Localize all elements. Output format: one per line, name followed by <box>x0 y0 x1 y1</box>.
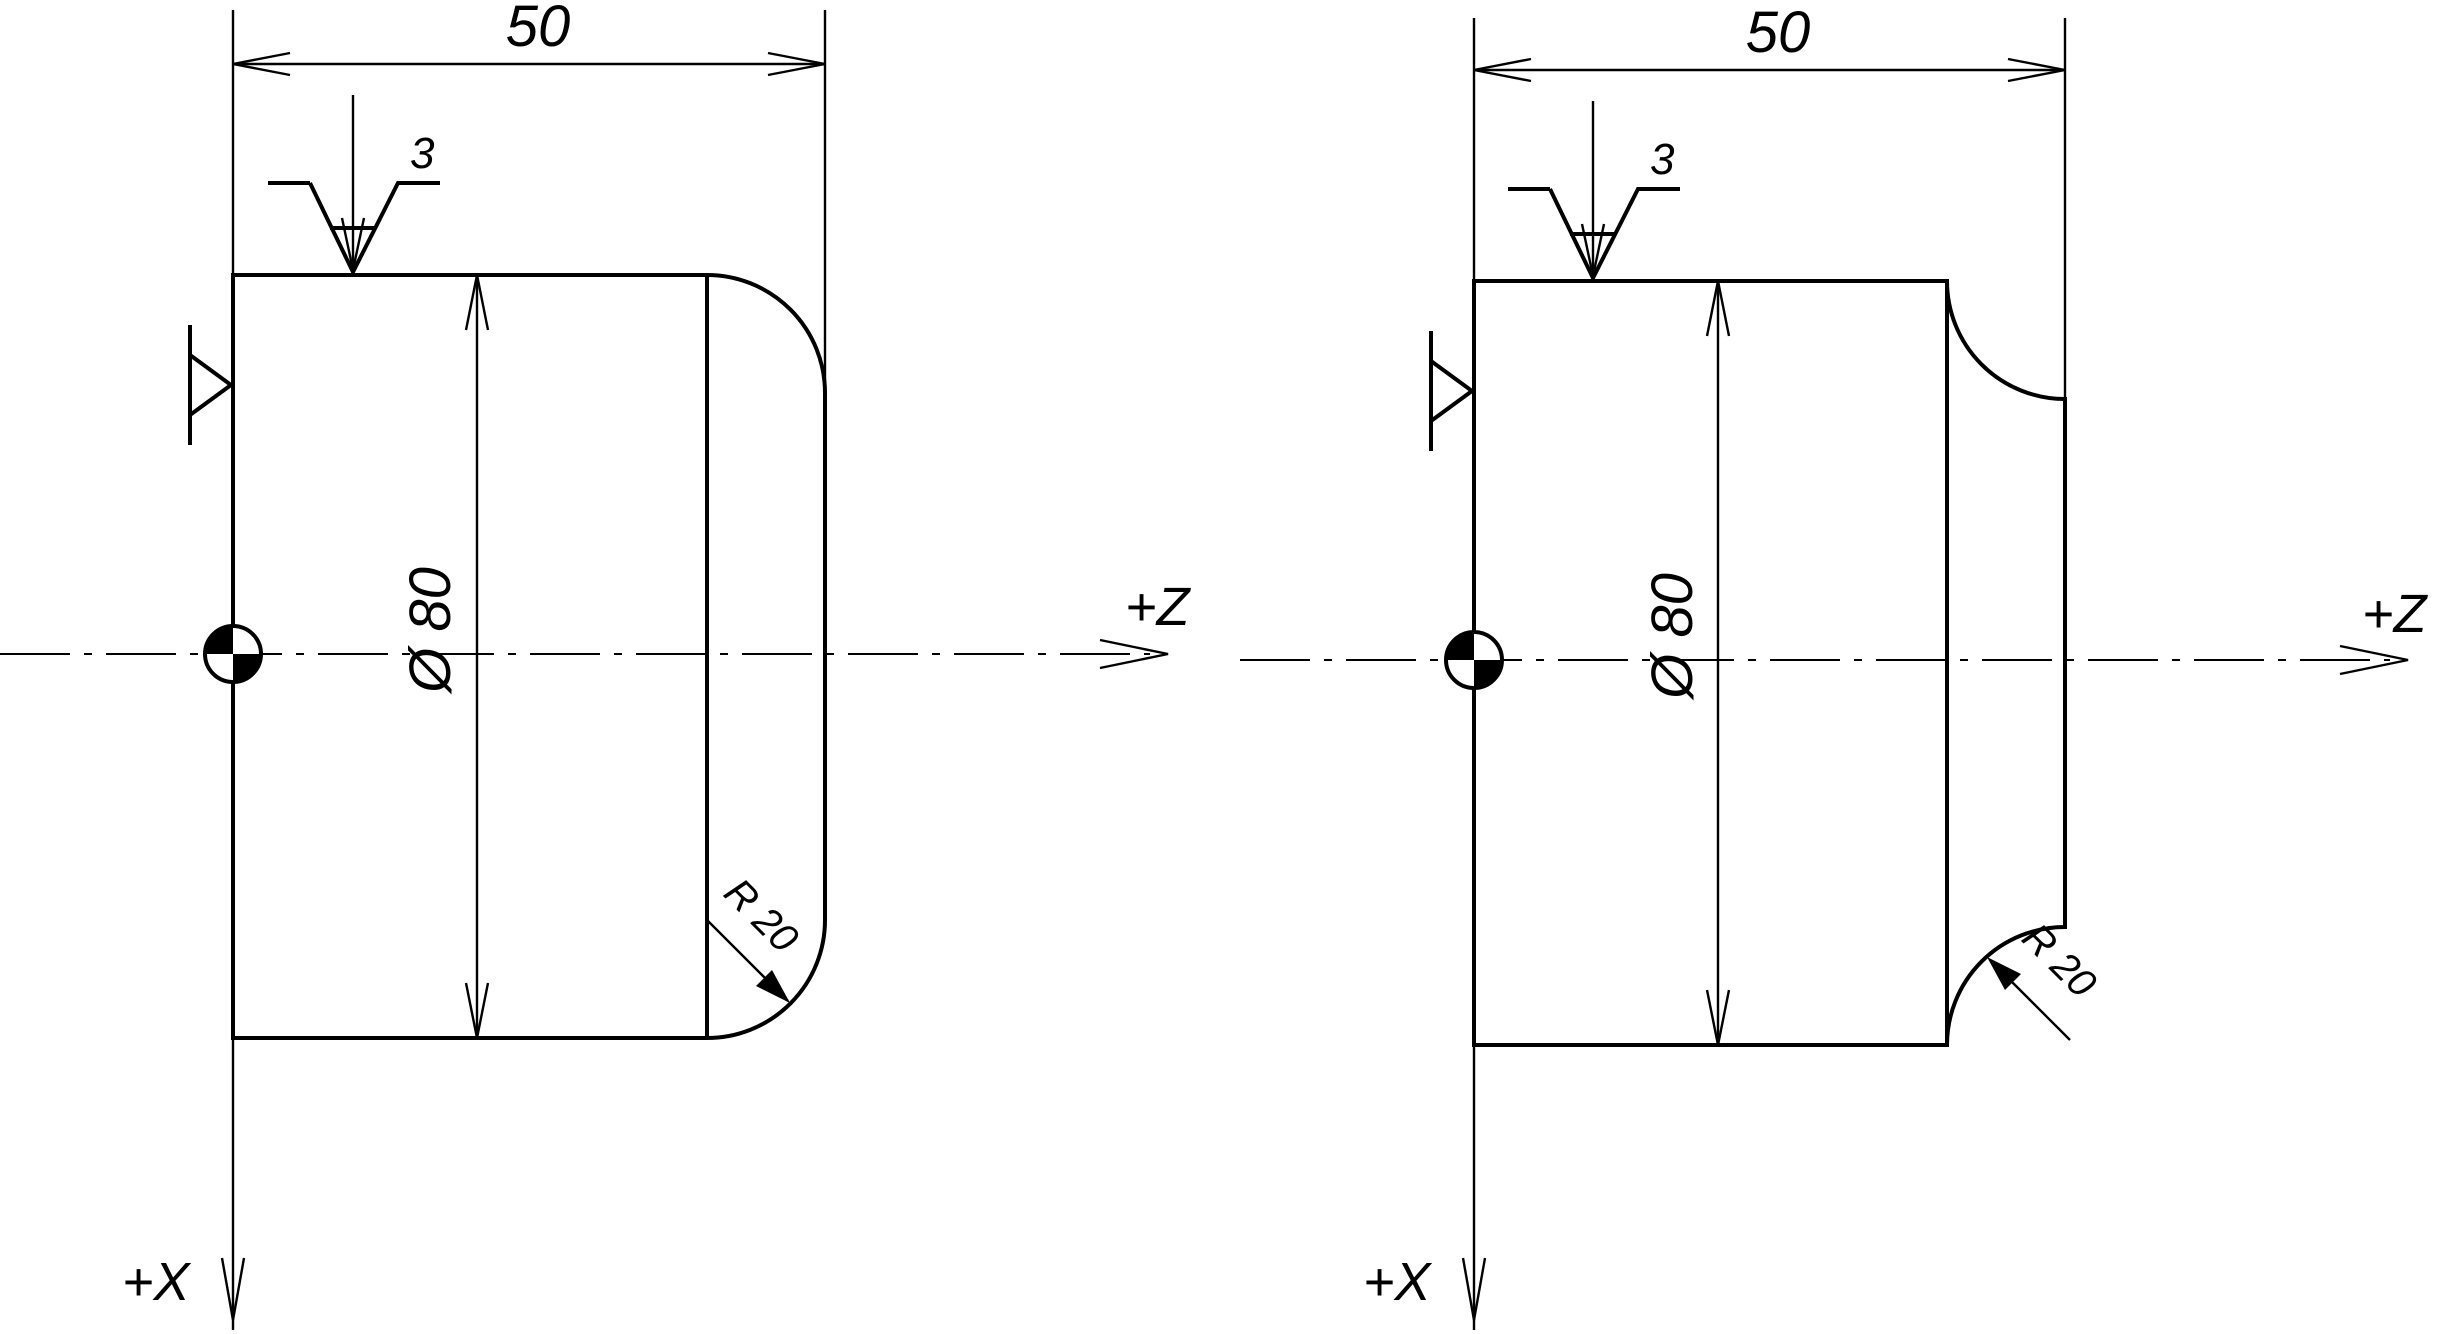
dimension-arrow <box>1705 989 1731 1046</box>
dimension-arrow <box>464 274 490 331</box>
x-axis-arrow <box>1461 1257 1487 1321</box>
workpiece-zero-icon <box>1444 630 1504 690</box>
part-outline <box>1472 279 2067 1047</box>
part-outline <box>231 273 827 1040</box>
length-dimension-label: 50 <box>506 0 571 59</box>
dimension-arrow <box>2007 57 2066 83</box>
dimension-arrow <box>464 982 490 1039</box>
surface-finish-label: 3 <box>1650 135 1675 184</box>
dimension-arrow <box>1473 57 1532 83</box>
x-axis-label: +X <box>122 1252 192 1312</box>
clamp-icon <box>188 325 235 445</box>
workpiece-zero-icon <box>203 624 263 684</box>
radius-dimension-label: R 20 <box>716 870 807 961</box>
z-axis-arrow <box>2339 644 2409 676</box>
surface-finish-label: 3 <box>410 129 435 178</box>
z-axis-label: +Z <box>1125 577 1192 637</box>
x-axis-label: +X <box>1363 1252 1433 1312</box>
radius-arrow <box>1987 957 2021 990</box>
x-axis-arrow <box>220 1257 246 1321</box>
z-axis-arrow <box>1099 638 1169 670</box>
dimension-arrow <box>767 51 826 77</box>
surface-finish-icon <box>1508 101 1680 283</box>
surface-finish-icon <box>268 95 440 277</box>
length-dimension-label: 50 <box>1746 0 1811 65</box>
radius-arrow <box>756 970 790 1003</box>
dimension-arrow <box>1705 280 1731 337</box>
radius-dimension-label: R 20 <box>2014 915 2105 1006</box>
clamp-icon <box>1429 331 1476 451</box>
z-axis-label: +Z <box>2362 584 2429 644</box>
drawing-left: +Z +X 50 Ø 80 R 2 <box>0 0 1192 1330</box>
diameter-dimension-label: Ø 80 <box>1640 573 1705 701</box>
dimension-arrow <box>232 51 291 77</box>
drawing-right: +Z +X 50 Ø 80 R 2 <box>1240 0 2429 1330</box>
diameter-dimension-label: Ø 80 <box>398 567 463 695</box>
